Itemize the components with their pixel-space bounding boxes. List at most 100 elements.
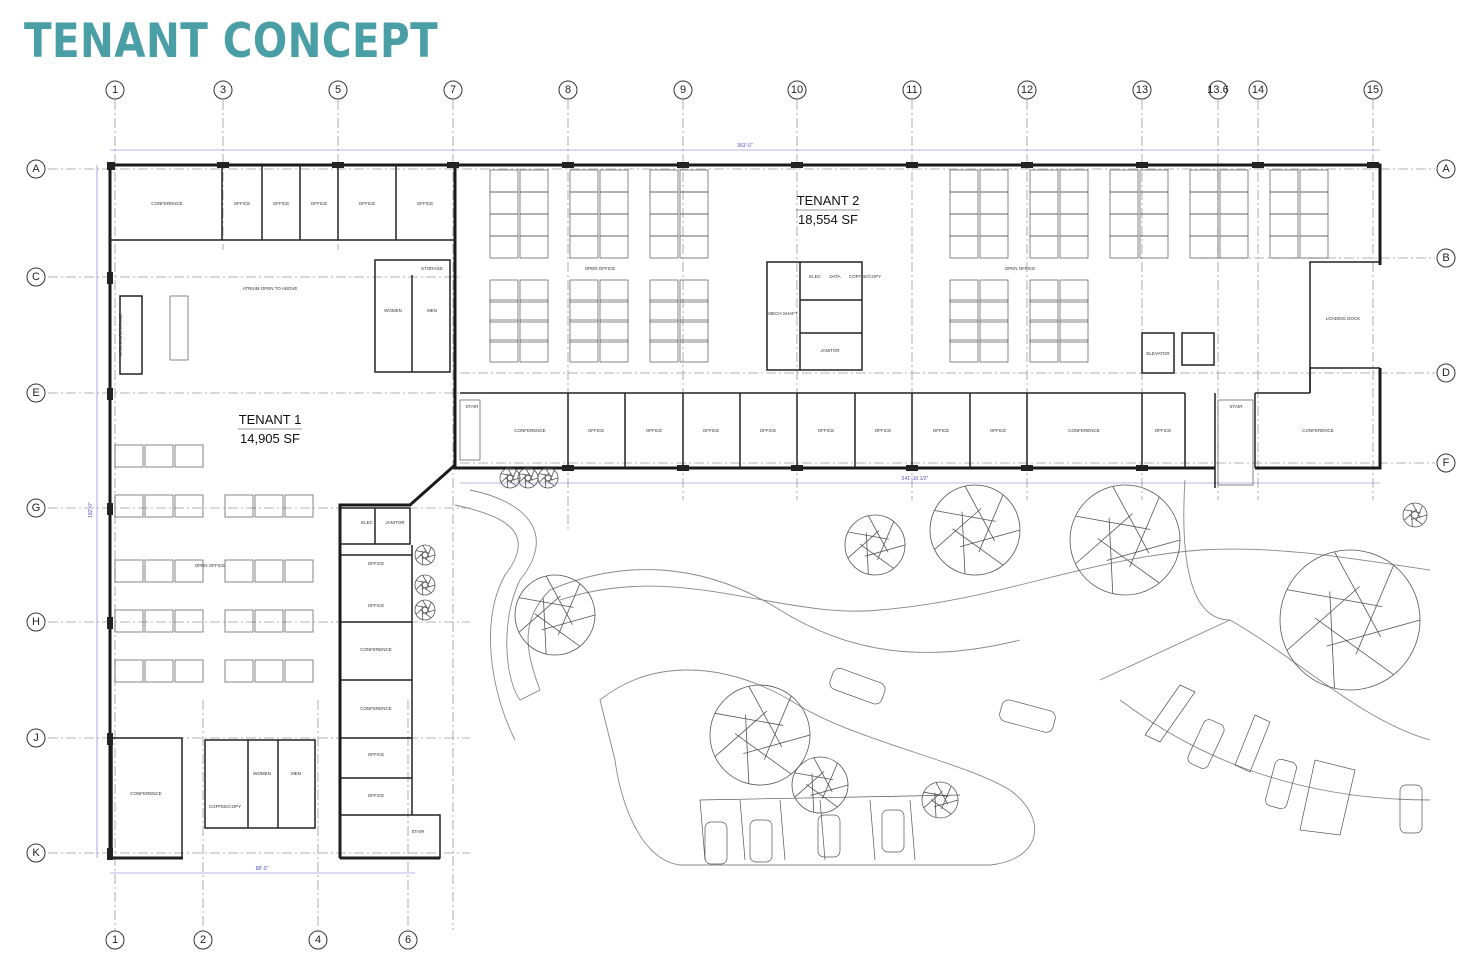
workstation	[1109, 169, 1139, 193]
svg-text:4: 4	[315, 934, 321, 946]
workstation	[949, 299, 979, 323]
tenant-1-label: TENANT 1 14,905 SF	[238, 412, 302, 446]
workstation	[649, 279, 679, 303]
workstation	[144, 494, 174, 518]
grid-bubble: 10	[787, 80, 807, 100]
room-label: OFFICE	[933, 428, 950, 433]
workstation	[1029, 299, 1059, 323]
tree	[1069, 484, 1181, 596]
workstation	[679, 319, 709, 343]
workstation	[114, 494, 144, 518]
svg-text:13: 13	[1136, 84, 1148, 96]
workstation	[1029, 339, 1059, 363]
workstation	[949, 279, 979, 303]
workstation	[599, 213, 629, 237]
workstation	[114, 444, 144, 468]
workstation	[519, 339, 549, 363]
room-label: COFFEE/COPY	[849, 274, 881, 279]
room-label: CONFERENCE	[151, 201, 183, 206]
room-label: OFFICE	[1155, 428, 1172, 433]
grid-bubble: 9	[673, 80, 693, 100]
workstation	[569, 213, 599, 237]
svg-text:9: 9	[680, 84, 686, 96]
workstation	[254, 494, 284, 518]
workstation	[144, 559, 174, 583]
workstation	[1189, 235, 1219, 259]
workstation	[489, 279, 519, 303]
room-label: OFFICE	[703, 428, 720, 433]
svg-text:F: F	[1443, 457, 1450, 469]
svg-text:12: 12	[1021, 84, 1033, 96]
workstation	[174, 444, 204, 468]
workstation	[489, 319, 519, 343]
grid-bubble: 11	[902, 80, 922, 100]
tree	[844, 514, 906, 576]
workstation	[1059, 279, 1089, 303]
workstation	[224, 659, 254, 683]
grid-bubbles-right: A B D F	[1436, 159, 1456, 473]
grid-bubble: B	[1436, 248, 1456, 268]
tree	[414, 599, 436, 621]
room-label: OFFICE	[273, 201, 290, 206]
room-label: OFFICE	[368, 752, 385, 757]
workstation	[174, 559, 204, 583]
workstation	[569, 299, 599, 323]
workstation	[1059, 235, 1089, 259]
room-label: OFFICE	[646, 428, 663, 433]
svg-text:TENANT 2: TENANT 2	[797, 193, 860, 208]
workstation	[1059, 191, 1089, 215]
workstation	[519, 213, 549, 237]
open-office-workstations	[114, 169, 1329, 683]
room-label: OFFICE	[875, 428, 892, 433]
workstation	[1299, 235, 1329, 259]
workstation	[284, 609, 314, 633]
svg-text:14: 14	[1252, 84, 1264, 96]
room-labels: CONFERENCE OFFICE OFFICE OFFICE OFFICE O…	[118, 201, 1360, 834]
workstation	[949, 169, 979, 193]
grid-bubble: A	[26, 159, 46, 179]
svg-text:14,905 SF: 14,905 SF	[240, 431, 300, 446]
workstation	[1059, 339, 1089, 363]
workstation	[599, 339, 629, 363]
room-label: CONFERENCE	[1302, 428, 1334, 433]
room-label: MEN	[291, 771, 301, 776]
workstation	[1029, 169, 1059, 193]
workstation	[979, 169, 1009, 193]
workstation	[519, 279, 549, 303]
workstation	[649, 169, 679, 193]
tree	[1402, 502, 1428, 528]
workstation	[284, 659, 314, 683]
room-label: CONFERENCE	[1068, 428, 1100, 433]
grid-bubble: 1	[105, 930, 125, 950]
workstation	[1219, 191, 1249, 215]
parking-stalls	[699, 668, 1423, 865]
workstation	[949, 213, 979, 237]
workstation	[979, 213, 1009, 237]
tree	[791, 756, 849, 814]
workstation	[1029, 319, 1059, 343]
dimensions: 363'-0" 241'-10 1/2" 182'-0" 88'-0"	[88, 143, 1380, 874]
workstation	[599, 279, 629, 303]
workstation	[144, 609, 174, 633]
svg-text:88'-0": 88'-0"	[256, 866, 269, 872]
room-label: CONFERENCE	[514, 428, 546, 433]
workstation	[254, 659, 284, 683]
workstation	[679, 191, 709, 215]
svg-text:C: C	[32, 271, 40, 283]
svg-text:G: G	[32, 502, 41, 514]
grid-bubble: H	[26, 612, 46, 632]
grid-bubble: 15	[1363, 80, 1383, 100]
workstation	[649, 299, 679, 323]
workstation	[1109, 213, 1139, 237]
workstation	[1029, 213, 1059, 237]
grid-lines	[48, 100, 1435, 930]
room-label: OFFICE	[311, 201, 328, 206]
grid-bubble: J	[26, 728, 46, 748]
workstation	[519, 169, 549, 193]
workstation	[489, 235, 519, 259]
room-label: OPEN OFFICE	[195, 563, 226, 568]
workstation	[1109, 235, 1139, 259]
tenant-1-walls	[108, 163, 456, 860]
tree	[709, 684, 811, 786]
workstation	[679, 279, 709, 303]
